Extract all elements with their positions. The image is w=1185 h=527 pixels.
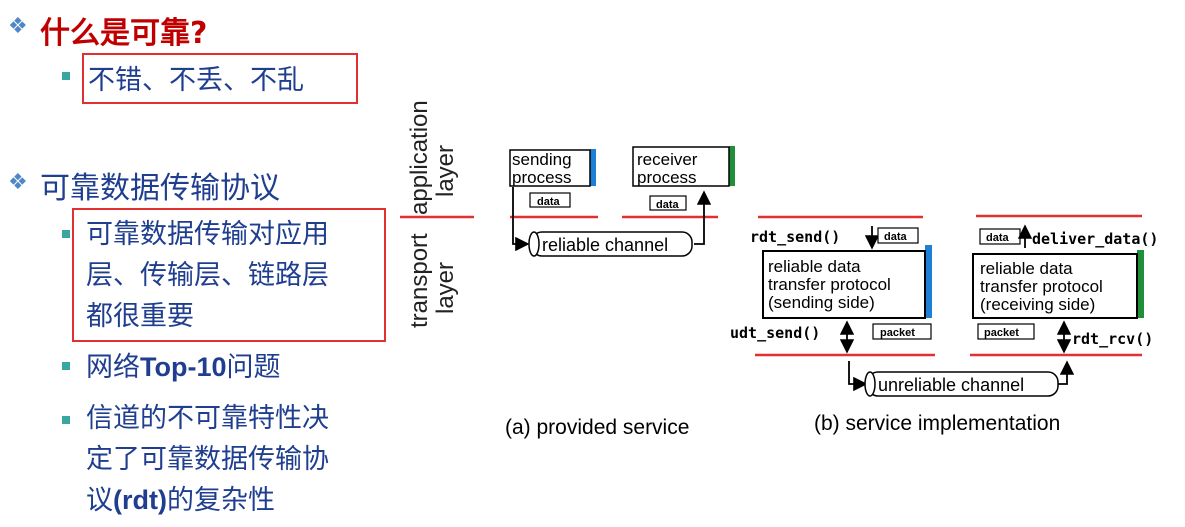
data-tag-label: data [537,196,561,208]
diamond-bullet-icon: ❖ [8,14,28,39]
rdt-receiver-box [972,253,1138,319]
packet-tag [977,323,1035,340]
rdt-title: 可靠数据传输协议 [40,171,280,206]
text-part-bold: (rdt) [113,485,167,515]
highlight-box-1 [82,53,358,104]
blue-bar [925,245,932,318]
rdt-sender-label: (sending side) [768,293,875,312]
text-part: 的复杂性 [166,485,275,516]
sending-process-label: sending [512,150,572,169]
text-line: 信道的不可靠特性决 [86,403,329,434]
pipe-end [528,231,540,257]
text-line: 定了可靠数据传输协 [86,444,329,475]
receiver-process-box [632,146,730,187]
packet-tag [872,323,932,340]
text-line: 层、传输层、链路层 [86,260,329,291]
caption-a: (a) provided service [505,416,689,439]
rdt-sender-label: transfer protocol [768,275,891,294]
reliable-channel-label: reliable channel [542,235,668,255]
channel-item: 信道的不可靠特性决 定了可靠数据传输协 议(rdt)的复杂性 [86,398,329,521]
rdt-sender-label: reliable data [768,257,861,276]
square-bullet-icon [62,416,70,424]
text-part: 议 [86,485,113,516]
layer-app-label: application [406,100,433,215]
unreliable-channel-label: unreliable channel [878,375,1024,395]
rdt-receiver-label: transfer protocol [980,277,1103,296]
data-tag-label: data [986,232,1010,244]
receive-arrow [694,190,712,245]
rdt-sender-box [762,250,926,319]
data-tag [649,195,687,211]
data-tag [529,192,571,208]
send-arrow [512,187,530,252]
receiver-process-label: receiver [637,150,698,169]
rdt-send-label: rdt_send() [750,228,840,246]
top10-item: 网络Top-10问题 [86,345,281,384]
to-channel-arrow [848,361,868,392]
green-bar [729,146,735,186]
data-tag-label: data [656,199,680,211]
question-title: 什么是可靠? [40,16,208,51]
text-line: 议(rdt)的复杂性 [86,480,329,521]
blue-bar [590,149,596,186]
square-bullet-icon [62,230,70,238]
rdt-receiver-label: reliable data [980,259,1073,278]
rdt-rcv-label: rdt_rcv() [1072,330,1153,348]
layer-transport-label: layer [432,262,459,314]
text-line: 都很重要 [86,301,194,332]
reliable-definition: 不错、不丢、不乱 [88,65,304,96]
layer-app-label: layer [432,145,459,197]
square-bullet-icon [62,362,70,370]
square-bullet-icon [62,72,70,80]
layer-transport-label: transport [406,233,433,328]
receiver-process-label: process [637,168,697,187]
packet-tag-label: packet [984,327,1019,339]
text-part: 网络 [86,352,140,383]
highlight-box-2 [72,208,386,342]
caption-b: (b) service implementation [814,412,1060,435]
sending-process-label: process [512,168,572,187]
rdt-receiver-label: (receiving side) [980,295,1095,314]
data-tag-label: data [884,231,908,243]
from-channel-arrow [1058,360,1075,385]
text-part: 问题 [226,352,281,383]
data-tag [877,227,919,244]
green-bar [1137,250,1144,318]
packet-tag-label: packet [880,327,915,339]
diamond-bullet-icon: ❖ [8,170,28,195]
text-part-bold: Top-10 [140,352,227,382]
pipe-end [864,371,876,397]
deliver-data-label: deliver_data() [1032,230,1158,248]
sending-process-box [509,149,591,187]
text-line: 可靠数据传输对应用 [86,219,329,250]
udt-send-label: udt_send() [730,324,820,342]
rdt-importance: 可靠数据传输对应用 层、传输层、链路层 都很重要 [86,214,329,337]
